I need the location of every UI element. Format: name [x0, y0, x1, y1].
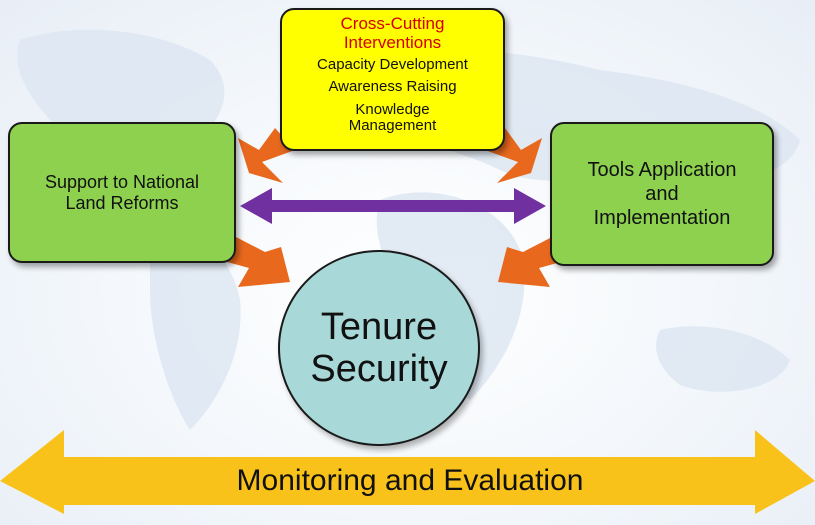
- support-land-reforms-box: Support to National Land Reforms: [8, 122, 236, 263]
- purple-double-arrow: [240, 188, 546, 224]
- monitoring-double-arrow: [0, 430, 815, 514]
- tools-application-box: Tools Application and Implementation: [550, 122, 774, 266]
- awareness-raising-label: Awareness Raising: [328, 78, 457, 95]
- cross-cutting-box: Cross-Cutting Interventions Capacity Dev…: [280, 8, 505, 151]
- capacity-development-label: Capacity Development: [317, 56, 468, 73]
- monitoring-evaluation-label: Monitoring and Evaluation: [236, 464, 584, 497]
- knowledge-management-label: Knowledge Management: [348, 101, 437, 134]
- orange-arrow-bottom-left: [220, 237, 290, 287]
- cross-cutting-title: Cross-Cutting Interventions: [340, 14, 445, 52]
- tenure-security-circle: Tenure Security: [278, 250, 480, 446]
